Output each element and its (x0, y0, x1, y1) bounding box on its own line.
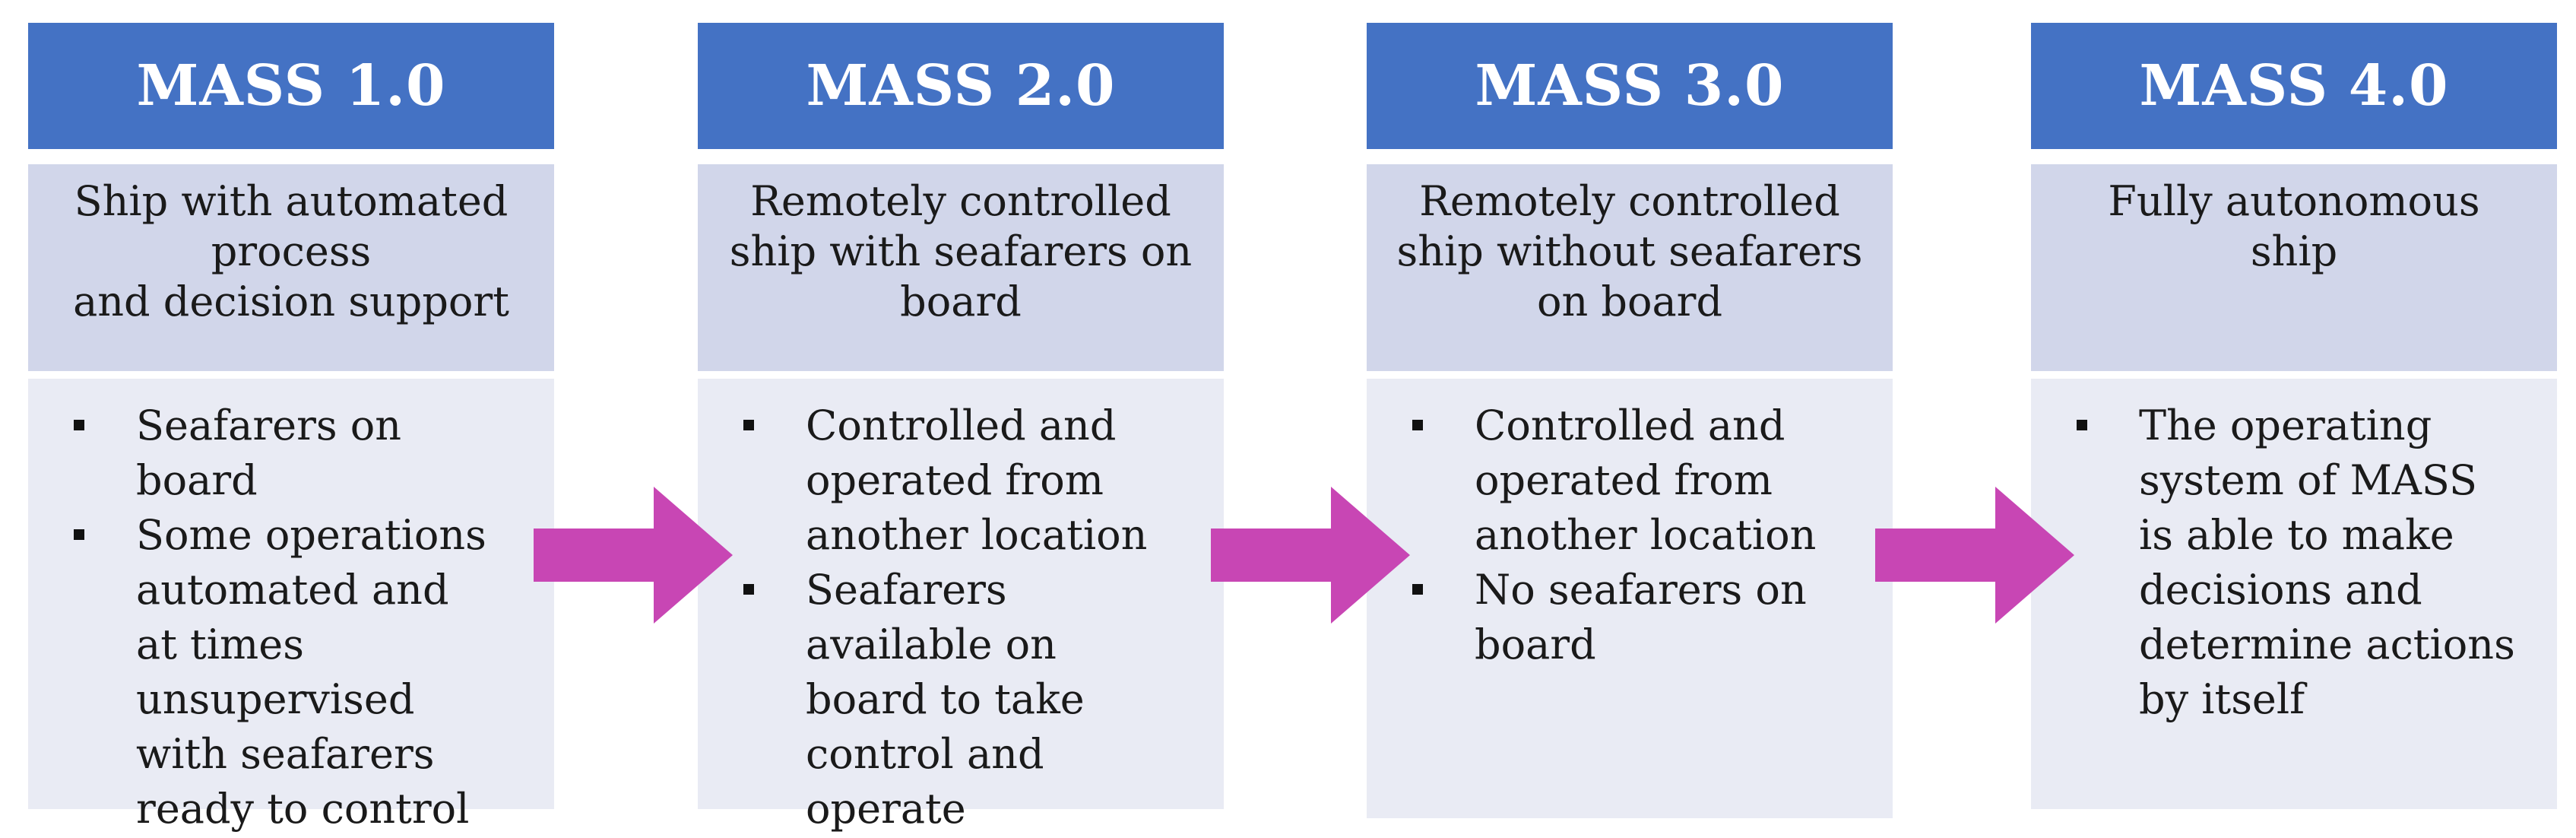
stage-mass-3: MASS 3.0 Remotely controlled ship withou… (1367, 23, 1893, 818)
stage-mass-4: MASS 4.0 Fully autonomous ship The opera… (2031, 23, 2557, 809)
description-line: Remotely controlled (750, 177, 1171, 225)
arrow-right-icon (1875, 487, 2074, 624)
stage-details: The operating system of MASS is able to … (2031, 379, 2557, 809)
stage-mass-1: MASS 1.0 Ship with automated process and… (28, 23, 554, 833)
stage-details: Controlled and operated from another loc… (1367, 379, 1893, 818)
bullet-item: Controlled and operated from another loc… (713, 398, 1178, 563)
bullet-item: Some operations automated and at times u… (43, 508, 531, 836)
bullet-item: The operating system of MASS is able to … (2046, 398, 2519, 727)
description-line: Remotely controlled (1419, 177, 1840, 225)
stage-title: MASS 1.0 (28, 23, 554, 149)
arrow-right-icon (534, 487, 733, 624)
stage-description: Ship with automated process and decision… (28, 164, 554, 371)
stage-mass-2: MASS 2.0 Remotely controlled ship with s… (698, 23, 1224, 833)
stage-title: MASS 4.0 (2031, 23, 2557, 149)
bullet-square-icon (1412, 584, 1423, 595)
description-line: process (211, 227, 372, 275)
bullet-item: No seafarers on board (1382, 563, 1847, 672)
stage-title: MASS 2.0 (698, 23, 1224, 149)
bullet-item: Controlled and operated from another loc… (1382, 398, 1847, 563)
description-line: Fully autonomous (2108, 177, 2480, 225)
stage-description: Remotely controlled ship without seafare… (1367, 164, 1893, 371)
description-line: Ship with automated (74, 177, 509, 225)
description-line: ship without seafarers (1396, 227, 1863, 275)
description-line: on board (1536, 278, 1723, 325)
description-line: ship (2250, 227, 2338, 275)
bullet-square-icon (2077, 420, 2087, 430)
bullet-square-icon (1412, 420, 1423, 430)
bullet-square-icon (74, 420, 84, 430)
stage-details: Seafarers on board Some operations autom… (28, 379, 554, 833)
stage-details: Controlled and operated from another loc… (698, 379, 1224, 833)
stage-description: Fully autonomous ship (2031, 164, 2557, 371)
bullet-square-icon (74, 529, 84, 540)
stage-description: Remotely controlled ship with seafarers … (698, 164, 1224, 371)
bullet-item: Seafarers available on board to take con… (713, 563, 1178, 836)
description-line: and decision support (73, 278, 509, 325)
bullet-square-icon (743, 584, 754, 595)
description-line: ship with seafarers on (729, 227, 1193, 275)
stage-title: MASS 3.0 (1367, 23, 1893, 149)
description-line: board (900, 278, 1022, 325)
bullet-item: Seafarers on board (43, 398, 531, 508)
arrow-right-icon (1211, 487, 1410, 624)
bullet-square-icon (743, 420, 754, 430)
